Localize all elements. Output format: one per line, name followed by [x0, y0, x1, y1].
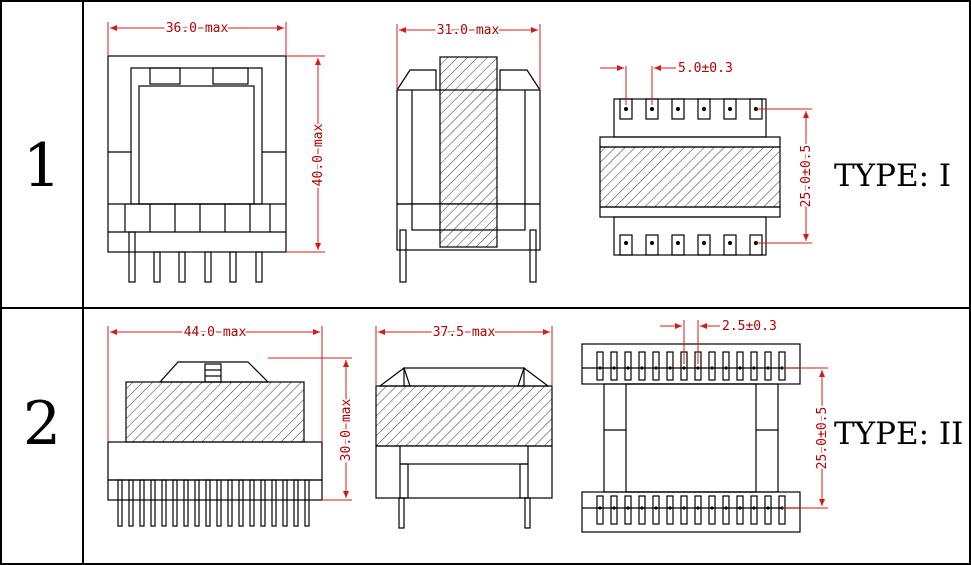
row-1-side-width-dimension — [396, 24, 541, 90]
row-2-side-width-dimension — [375, 326, 553, 386]
row-1-front-height-label: 40.0 max — [311, 124, 326, 187]
row-1-front-width-dimension — [107, 22, 287, 56]
row-1-pin-pitch-label: 5.0±0.3 — [678, 61, 733, 76]
row-1-index: 1 — [23, 131, 61, 201]
row-1-row-spacing-label: 25.0±0.5 — [799, 145, 814, 208]
row-2-front-view — [107, 361, 323, 527]
row-2-side-width-label: 37.5 max — [433, 325, 496, 340]
row-1-front-height-dimension — [286, 55, 325, 253]
row-1-front-view — [107, 55, 287, 283]
row-2-pin-row-top — [596, 351, 786, 381]
row-1-bottom-view — [599, 98, 781, 256]
row-2-front-height-label: 30.0 max — [339, 399, 354, 462]
row-2-front-width-label: 44.0 max — [184, 325, 247, 340]
row-2-type-label: TYPE: II — [834, 416, 963, 452]
row-2-side-view — [375, 367, 553, 529]
row-2-pin-pitch-dimension — [660, 320, 720, 364]
row-2-front-height-dimension — [268, 357, 352, 501]
row-2-row-spacing-dimension — [782, 367, 828, 509]
row-2-bottom-view — [581, 343, 801, 533]
row-2-index: 2 — [23, 389, 61, 459]
row-1-pin-row-top — [619, 98, 763, 120]
row-1-pin-row-bottom — [619, 234, 763, 256]
row-1-pin-pitch-dimension — [600, 65, 676, 105]
row-2-pin-row-bottom — [596, 495, 786, 525]
row-1-row-spacing-dimension — [756, 108, 812, 244]
row-1-side-view — [396, 56, 541, 283]
row-2-pin-pitch-label: 2.5±0.3 — [722, 319, 777, 334]
row-2-front-width-dimension — [107, 326, 323, 442]
row-2-row-spacing-label: 25.0±0.5 — [815, 407, 830, 470]
row-1-front-width-label: 36.0 max — [166, 21, 229, 36]
row-1-type-label: TYPE: I — [834, 158, 951, 194]
row-1-side-width-label: 31.0 max — [437, 23, 500, 38]
